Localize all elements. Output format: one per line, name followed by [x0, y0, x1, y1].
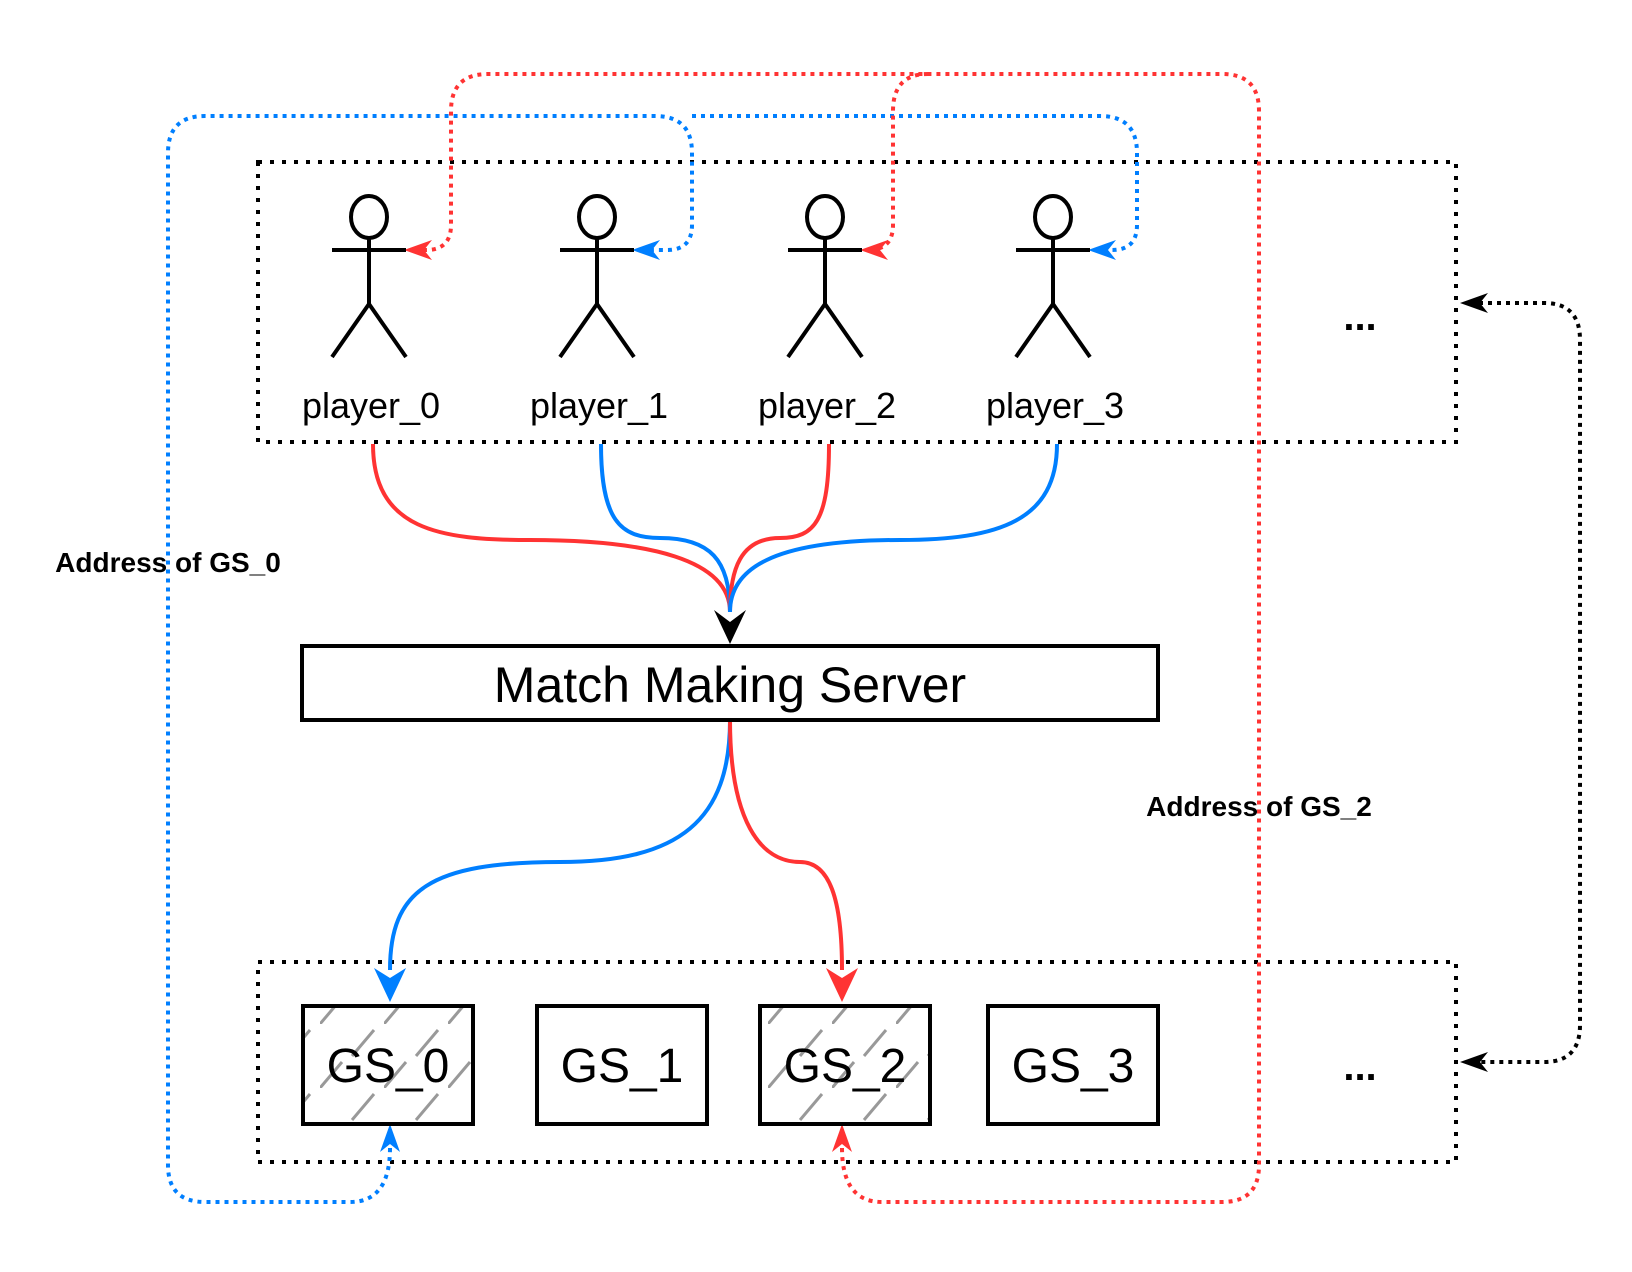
player-label: player_0: [302, 385, 440, 426]
assign-curve-gs2: [728, 719, 844, 971]
actor-legs-icon: [786, 300, 864, 359]
request-curve-p2: [728, 443, 831, 613]
players-group: [256, 160, 1458, 444]
actor-head-icon: [349, 194, 389, 240]
request-curve-p3: [728, 443, 1059, 613]
group-link-path: [1470, 301, 1582, 1064]
player-label: player_2: [758, 385, 896, 426]
gs0-address-path-p3: [692, 114, 1139, 252]
game-server-label: GS_2: [784, 1040, 907, 1093]
game-server-2: GS_2: [758, 1004, 932, 1126]
gs0-address-path: [166, 114, 694, 1204]
actor-legs-icon: [558, 300, 636, 359]
players-more: ...: [1343, 295, 1376, 339]
actor-head-icon: [1033, 194, 1073, 240]
servers-more: ...: [1343, 1045, 1376, 1089]
arrow-head-p2: [860, 240, 888, 260]
request-curve-p1: [599, 443, 732, 613]
arrow-head-gs0: [374, 968, 406, 1002]
game-server-1: GS_1: [535, 1004, 709, 1126]
player-label: player_3: [986, 385, 1124, 426]
game-server-3: GS_3: [986, 1004, 1160, 1126]
game-servers-group: [256, 960, 1458, 1164]
arrow-head-p1: [632, 240, 660, 260]
arrow-head-p3: [1088, 240, 1116, 260]
actor-legs-icon: [1014, 300, 1092, 359]
game-server-label: GS_3: [1012, 1040, 1135, 1093]
game-server-0: GS_0: [301, 1004, 475, 1126]
player-label: player_1: [530, 385, 668, 426]
arrow-head-group-bottom: [1460, 1052, 1488, 1072]
actor-head-icon: [577, 194, 617, 240]
assign-curve-gs0: [388, 719, 732, 971]
actor-head-icon: [805, 194, 845, 240]
game-server-box: [535, 1004, 709, 1126]
player-2: player_2: [758, 194, 896, 426]
gs2-address-path: [412, 72, 1261, 1204]
annotation-address-gs2: Address of GS_2: [1146, 791, 1372, 822]
server-label: Match Making Server: [494, 657, 966, 713]
gs2-address-path-p2: [866, 72, 929, 252]
assigned-hatch: [305, 1008, 471, 1122]
game-server-label: GS_0: [327, 1040, 450, 1093]
game-server-label: GS_1: [561, 1040, 684, 1093]
arrow-head-gs2-bottom: [832, 1124, 852, 1152]
player-1: player_1: [530, 194, 668, 426]
assigned-hatch: [762, 1008, 928, 1122]
arrow-head-mms: [714, 610, 746, 644]
arrow-head-p0: [404, 240, 432, 260]
annotation-address-gs0: Address of GS_0: [55, 547, 281, 578]
player-3: player_3: [986, 194, 1124, 426]
arrow-head-group-top: [1460, 293, 1488, 313]
game-server-box: [986, 1004, 1160, 1126]
actor-legs-icon: [330, 300, 408, 359]
match-making-server: [300, 644, 1160, 722]
player-0: player_0: [302, 194, 440, 426]
request-curve-p0: [371, 443, 732, 613]
arrow-head-gs0-bottom: [380, 1124, 400, 1152]
arrow-head-gs2: [826, 968, 858, 1002]
